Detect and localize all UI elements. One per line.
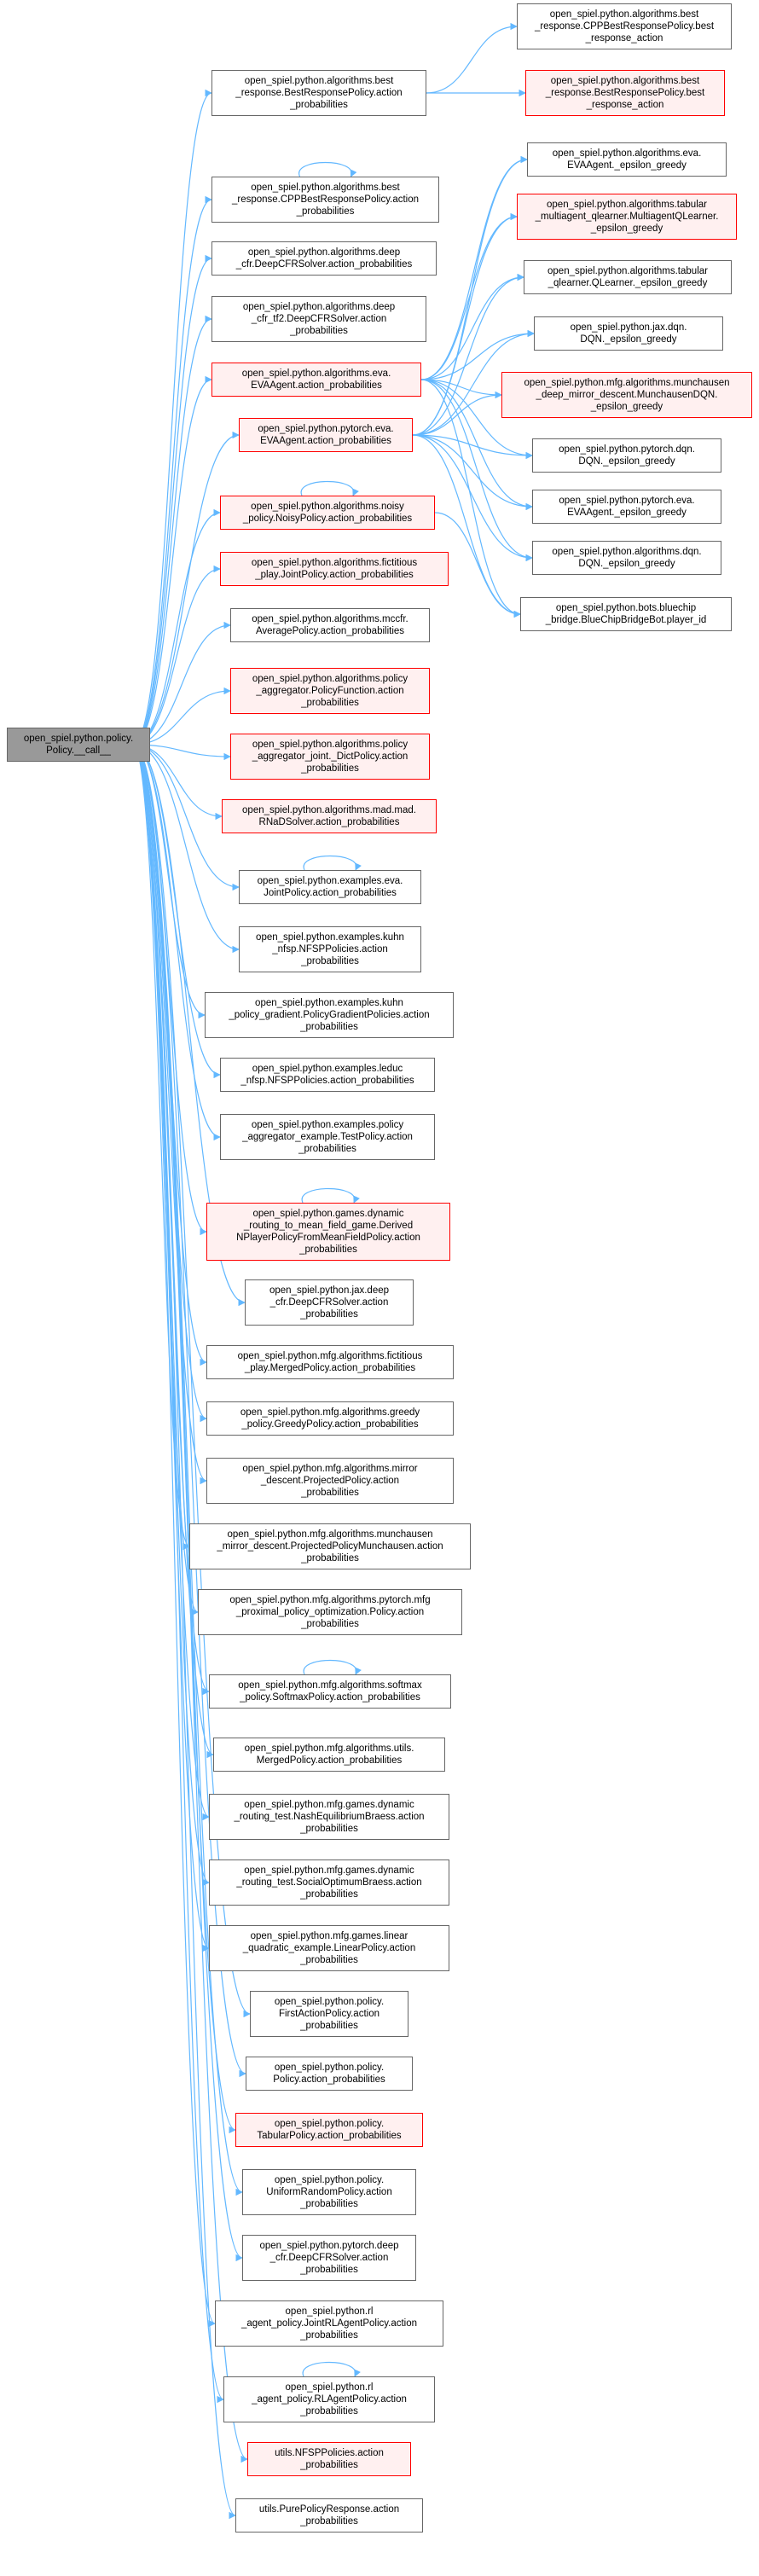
callee-node[interactable]: open_spiel.python.algorithms.mad.mad. RN… [222,799,437,833]
call-edge [132,744,236,2519]
callee-node[interactable]: open_spiel.python.examples.kuhn _nfsp.NF… [239,926,421,972]
callee-node[interactable]: open_spiel.python.rl _agent_policy.Joint… [215,2300,443,2347]
call-edge [132,744,240,954]
callee-node[interactable]: open_spiel.python.mfg.algorithms.utils. … [213,1738,445,1772]
target-node[interactable]: open_spiel.python.pytorch.dqn. DQN._epsi… [532,438,721,473]
self-loop-edge [302,2361,361,2377]
call-edge [420,379,533,562]
target-node[interactable]: open_spiel.python.jax.dqn. DQN._epsilon_… [534,316,723,351]
callee-node[interactable]: open_spiel.python.mfg.algorithms.softmax… [209,1674,451,1709]
callee-node[interactable]: open_spiel.python.rl _agent_policy.RLAge… [223,2376,435,2422]
callee-node[interactable]: utils.NFSPPolicies.action _probabilities [247,2442,411,2476]
target-node[interactable]: open_spiel.python.mfg.algorithms.munchau… [501,372,752,418]
callee-node[interactable]: open_spiel.python.mfg.algorithms.fictiti… [206,1345,454,1379]
target-node[interactable]: open_spiel.python.bots.bluechip _bridge.… [520,597,732,631]
target-node[interactable]: open_spiel.python.algorithms.best _respo… [517,3,732,49]
call-edge [420,379,502,399]
call-edge [420,273,524,380]
call-edge [132,565,221,746]
callee-node[interactable]: open_spiel.python.mfg.games.linear _quad… [209,1925,449,1971]
call-edge [132,744,246,2078]
callee-node[interactable]: open_spiel.python.games.dynamic _routing… [206,1203,450,1261]
target-node[interactable]: open_spiel.python.algorithms.tabular _mu… [517,194,737,240]
callee-node[interactable]: open_spiel.python.algorithms.deep _cfr.D… [211,241,437,276]
callee-node[interactable]: open_spiel.python.mfg.algorithms.munchau… [189,1523,471,1569]
callee-node[interactable]: open_spiel.python.algorithms.fictitious … [220,552,449,586]
callee-node[interactable]: open_spiel.python.examples.kuhn _policy_… [205,992,454,1038]
self-loop-edge [303,1659,362,1675]
call-edge [412,329,535,436]
callee-node[interactable]: open_spiel.python.algorithms.policy _agg… [230,734,430,780]
call-edge [412,434,533,562]
call-edge [132,508,221,746]
call-edge [412,391,502,436]
callee-node[interactable]: open_spiel.python.algorithms.eva. EVAAge… [211,363,421,397]
callee-node[interactable]: utils.PurePolicyResponse.action _probabi… [235,2498,423,2532]
call-edge [132,315,212,746]
self-loop-edge [298,161,357,177]
call-edge [420,379,521,618]
self-loop-edge [301,1187,360,1204]
callee-node[interactable]: open_spiel.python.mfg.games.dynamic _rou… [209,1859,449,1906]
callee-node[interactable]: open_spiel.python.policy. Policy.action_… [246,2057,413,2091]
callee-node[interactable]: open_spiel.python.jax.deep _cfr.DeepCFRS… [245,1279,414,1326]
callee-node[interactable]: open_spiel.python.mfg.algorithms.greedy … [206,1401,454,1436]
callee-node[interactable]: open_spiel.python.mfg.algorithms.mirror … [206,1458,454,1504]
call-edge [426,22,518,94]
call-edge [412,273,524,436]
target-node[interactable]: open_spiel.python.algorithms.eva. EVAAge… [527,142,727,177]
call-edge [132,744,248,2463]
callee-node[interactable]: open_spiel.python.mfg.algorithms.pytorch… [198,1589,462,1635]
call-edge [132,744,216,2327]
target-node[interactable]: open_spiel.python.algorithms.tabular _ql… [524,260,732,294]
call-edge [420,379,533,460]
callee-node[interactable]: open_spiel.python.examples.policy _aggre… [220,1114,435,1160]
call-edge [420,379,533,511]
root-node[interactable]: open_spiel.python.policy. Policy.__call_… [7,728,150,762]
call-edge [132,375,212,746]
call-edge [132,431,240,746]
call-edge [132,621,231,746]
callee-node[interactable]: open_spiel.python.examples.eva. JointPol… [239,870,421,904]
call-edge [132,744,224,2403]
callee-node[interactable]: open_spiel.python.algorithms.best _respo… [211,177,439,223]
callee-node[interactable]: open_spiel.python.examples.leduc _nfsp.N… [220,1058,435,1092]
call-edge [434,512,521,618]
call-edge [132,744,246,1307]
call-edge [132,744,190,1550]
target-node[interactable]: open_spiel.python.algorithms.best _respo… [525,70,725,116]
self-loop-edge [303,855,362,871]
call-edge [132,744,207,1485]
target-node[interactable]: open_spiel.python.pytorch.eva. EVAAgent.… [532,490,721,524]
call-edge [132,89,212,746]
call-edge [412,212,518,436]
call-edge [132,195,212,746]
call-edge [132,744,240,891]
call-edge [412,434,533,511]
call-edge [412,434,533,460]
callee-node[interactable]: open_spiel.python.pytorch.deep _cfr.Deep… [242,2235,416,2281]
callee-node[interactable]: open_spiel.python.policy. FirstActionPol… [250,1991,408,2037]
call-edge [412,434,521,618]
callee-node[interactable]: open_spiel.python.algorithms.policy _agg… [230,668,430,714]
callee-node[interactable]: open_spiel.python.policy. UniformRandomP… [242,2169,416,2215]
callee-node[interactable]: open_spiel.python.policy. TabularPolicy.… [235,2113,423,2147]
callee-node[interactable]: open_spiel.python.algorithms.best _respo… [211,70,426,116]
self-loop-edge [300,480,359,496]
call-edge [132,254,212,746]
call-edge [132,744,221,1141]
target-node[interactable]: open_spiel.python.algorithms.dqn. DQN._e… [532,541,721,575]
callee-node[interactable]: open_spiel.python.algorithms.mccfr. Aver… [230,608,430,642]
callee-node[interactable]: open_spiel.python.mfg.games.dynamic _rou… [209,1794,449,1840]
callee-node[interactable]: open_spiel.python.algorithms.deep _cfr_t… [211,296,426,342]
call-edge [420,329,535,380]
callee-node[interactable]: open_spiel.python.algorithms.noisy _poli… [220,496,435,530]
callee-node[interactable]: open_spiel.python.pytorch.eva. EVAAgent.… [239,418,413,452]
